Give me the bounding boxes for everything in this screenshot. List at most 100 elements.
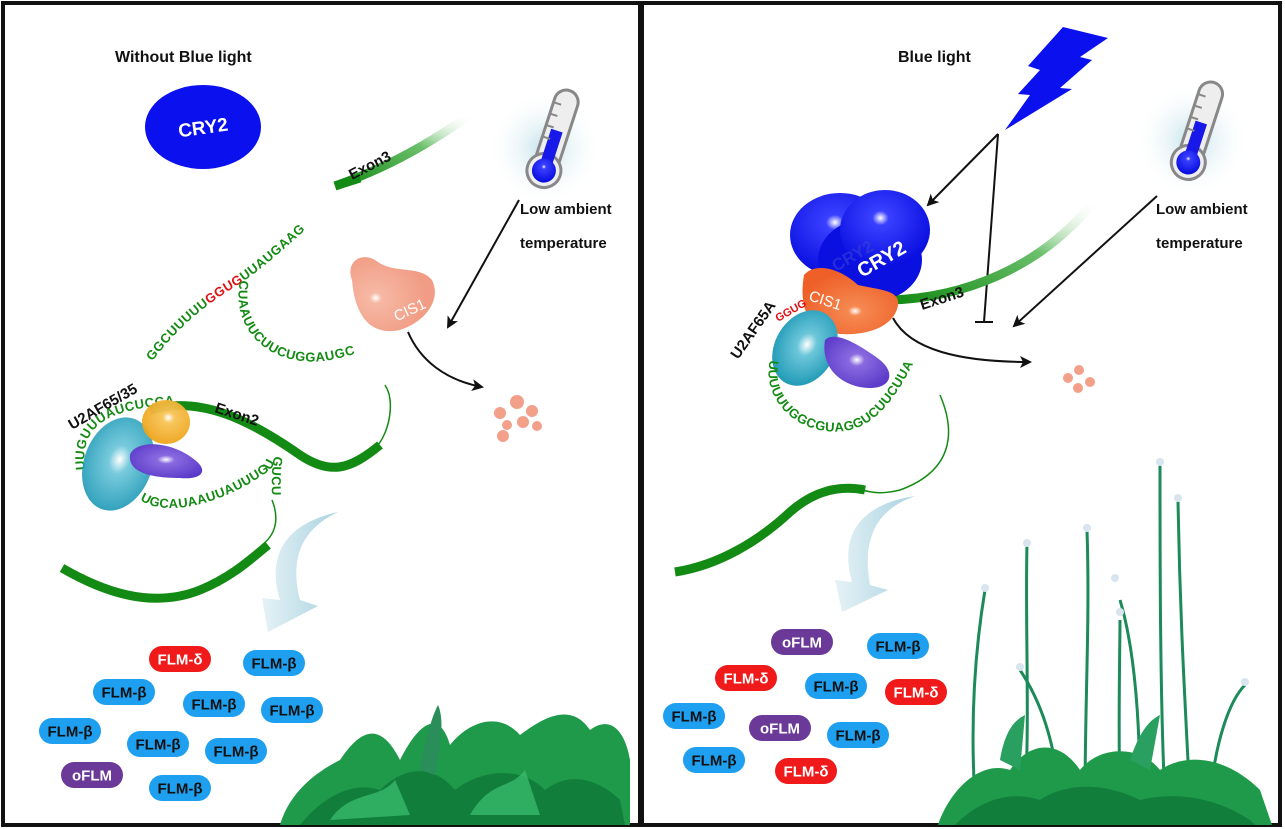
left-purple-protein bbox=[129, 444, 203, 479]
pill-background bbox=[775, 758, 837, 784]
left-intron-connector bbox=[377, 384, 392, 446]
right-cis1-fragments bbox=[1063, 365, 1095, 393]
pill-background bbox=[93, 679, 155, 705]
right-output-arrow bbox=[835, 496, 915, 612]
pill-label: FLM-δ bbox=[784, 764, 829, 781]
right-degradation-arrow bbox=[892, 317, 1032, 368]
left-output-arrow bbox=[262, 512, 338, 632]
pill-background bbox=[149, 775, 211, 801]
left-exon3-label: Exon3 bbox=[346, 148, 394, 184]
blue-light-bolt-icon bbox=[1005, 27, 1108, 130]
left-thermometer-icon bbox=[487, 88, 603, 206]
left-product-pill-beta: FLM-β bbox=[243, 650, 305, 676]
left-cry2: CRY2 bbox=[145, 85, 261, 169]
pill-background bbox=[183, 691, 245, 717]
right-product-pill-beta: FLM-β bbox=[805, 673, 867, 699]
left-product-pill-beta: FLM-β bbox=[149, 775, 211, 801]
right-product-pill-delta: FLM-δ bbox=[885, 679, 947, 705]
right-plant-buds bbox=[981, 458, 1249, 686]
pill-label: FLM-β bbox=[270, 703, 315, 720]
right-product-pill-o: oFLM bbox=[749, 715, 811, 741]
cis1-protein bbox=[350, 257, 435, 332]
u2af65-protein bbox=[82, 417, 154, 511]
cry2-protein bbox=[145, 85, 261, 169]
left-exon3-segment bbox=[333, 173, 362, 191]
pill-background bbox=[715, 665, 777, 691]
left-intron-upper-seq: GGCUUUUUGGUGUUAUGAAG bbox=[143, 221, 308, 364]
left-temp-label-2: temperature bbox=[520, 235, 607, 252]
pill-label: FLM-β bbox=[192, 697, 237, 714]
right-intron-connector bbox=[861, 394, 950, 494]
left-u2af-bound-seq: UUGUUUAUCUCCAG bbox=[0, 0, 175, 471]
left-product-pill-beta: FLM-β bbox=[127, 731, 189, 757]
left-exon2-label: Exon2 bbox=[213, 400, 261, 430]
right-exon3-label: Exon3 bbox=[918, 284, 966, 314]
u2af35-protein bbox=[142, 400, 190, 444]
left-product-pill-o: oFLM bbox=[61, 762, 123, 788]
pill-background bbox=[749, 715, 811, 741]
light-inhibition-line bbox=[983, 133, 999, 323]
pill-label: FLM-β bbox=[876, 639, 921, 656]
pill-label: FLM-β bbox=[136, 737, 181, 754]
right-u2af-label: U2AF65A bbox=[727, 298, 779, 363]
right-panel-title: Blue light bbox=[898, 49, 972, 66]
pill-background bbox=[827, 722, 889, 748]
pill-background bbox=[61, 762, 123, 788]
right-product-pill-o: oFLM bbox=[771, 629, 833, 655]
left-temp-label-1: Low ambient bbox=[520, 201, 612, 218]
pill-background bbox=[39, 718, 101, 744]
right-temp-arrow bbox=[1012, 195, 1158, 328]
pill-label: FLM-β bbox=[48, 724, 93, 741]
pill-label: FLM-β bbox=[252, 656, 297, 673]
pill-label: FLM-δ bbox=[724, 671, 769, 688]
pill-label: FLM-β bbox=[102, 685, 147, 702]
left-intron-middle-seq: CUAAUUCUUCUGGAUGC bbox=[235, 280, 356, 365]
pill-label: oFLM bbox=[72, 768, 112, 785]
pill-background bbox=[885, 679, 947, 705]
pill-background bbox=[149, 646, 211, 672]
right-product-pill-beta: FLM-β bbox=[827, 722, 889, 748]
left-exon1 bbox=[59, 541, 271, 603]
right-exon2 bbox=[674, 483, 866, 577]
left-rosette-plant bbox=[280, 705, 630, 825]
right-product-pill-beta: FLM-β bbox=[663, 703, 725, 729]
left-product-pill-beta: FLM-β bbox=[39, 718, 101, 744]
left-cis1: CIS1 bbox=[350, 257, 435, 332]
pill-label: FLM-β bbox=[836, 728, 881, 745]
right-thermometer-icon bbox=[1134, 80, 1250, 198]
right-product-pill-delta: FLM-δ bbox=[775, 758, 837, 784]
right-temp-label-2: temperature bbox=[1156, 235, 1243, 252]
pill-background bbox=[205, 738, 267, 764]
right-product-pill-beta: FLM-β bbox=[683, 747, 745, 773]
right-plant-rosette bbox=[938, 715, 1272, 825]
left-panel-title: Without Blue light bbox=[115, 49, 252, 66]
pill-label: FLM-β bbox=[672, 709, 717, 726]
right-product-pill-delta: FLM-δ bbox=[715, 665, 777, 691]
pill-label: FLM-δ bbox=[894, 685, 939, 702]
pill-background bbox=[683, 747, 745, 773]
left-exon2 bbox=[148, 401, 383, 472]
pill-label: FLM-β bbox=[692, 753, 737, 770]
pill-background bbox=[243, 650, 305, 676]
right-product-pill-beta: FLM-β bbox=[867, 633, 929, 659]
pill-label: oFLM bbox=[782, 635, 822, 652]
pill-label: FLM-β bbox=[214, 744, 259, 761]
left-product-pill-beta: FLM-β bbox=[93, 679, 155, 705]
pill-label: FLM-β bbox=[158, 781, 203, 798]
u2af65a-protein bbox=[772, 310, 838, 386]
right-temp-label-1: Low ambient bbox=[1156, 201, 1248, 218]
left-product-pill-beta: FLM-β bbox=[183, 691, 245, 717]
left-cis1-fragments bbox=[494, 395, 542, 442]
pill-background bbox=[867, 633, 929, 659]
pill-background bbox=[127, 731, 189, 757]
pill-label: FLM-δ bbox=[158, 652, 203, 669]
right-purple-protein bbox=[824, 336, 890, 388]
left-temp-arrow bbox=[447, 199, 520, 329]
left-degradation-arrow bbox=[407, 331, 484, 392]
light-activation-arrow bbox=[926, 133, 999, 207]
left-product-pill-beta: FLM-β bbox=[205, 738, 267, 764]
pill-background bbox=[261, 697, 323, 723]
